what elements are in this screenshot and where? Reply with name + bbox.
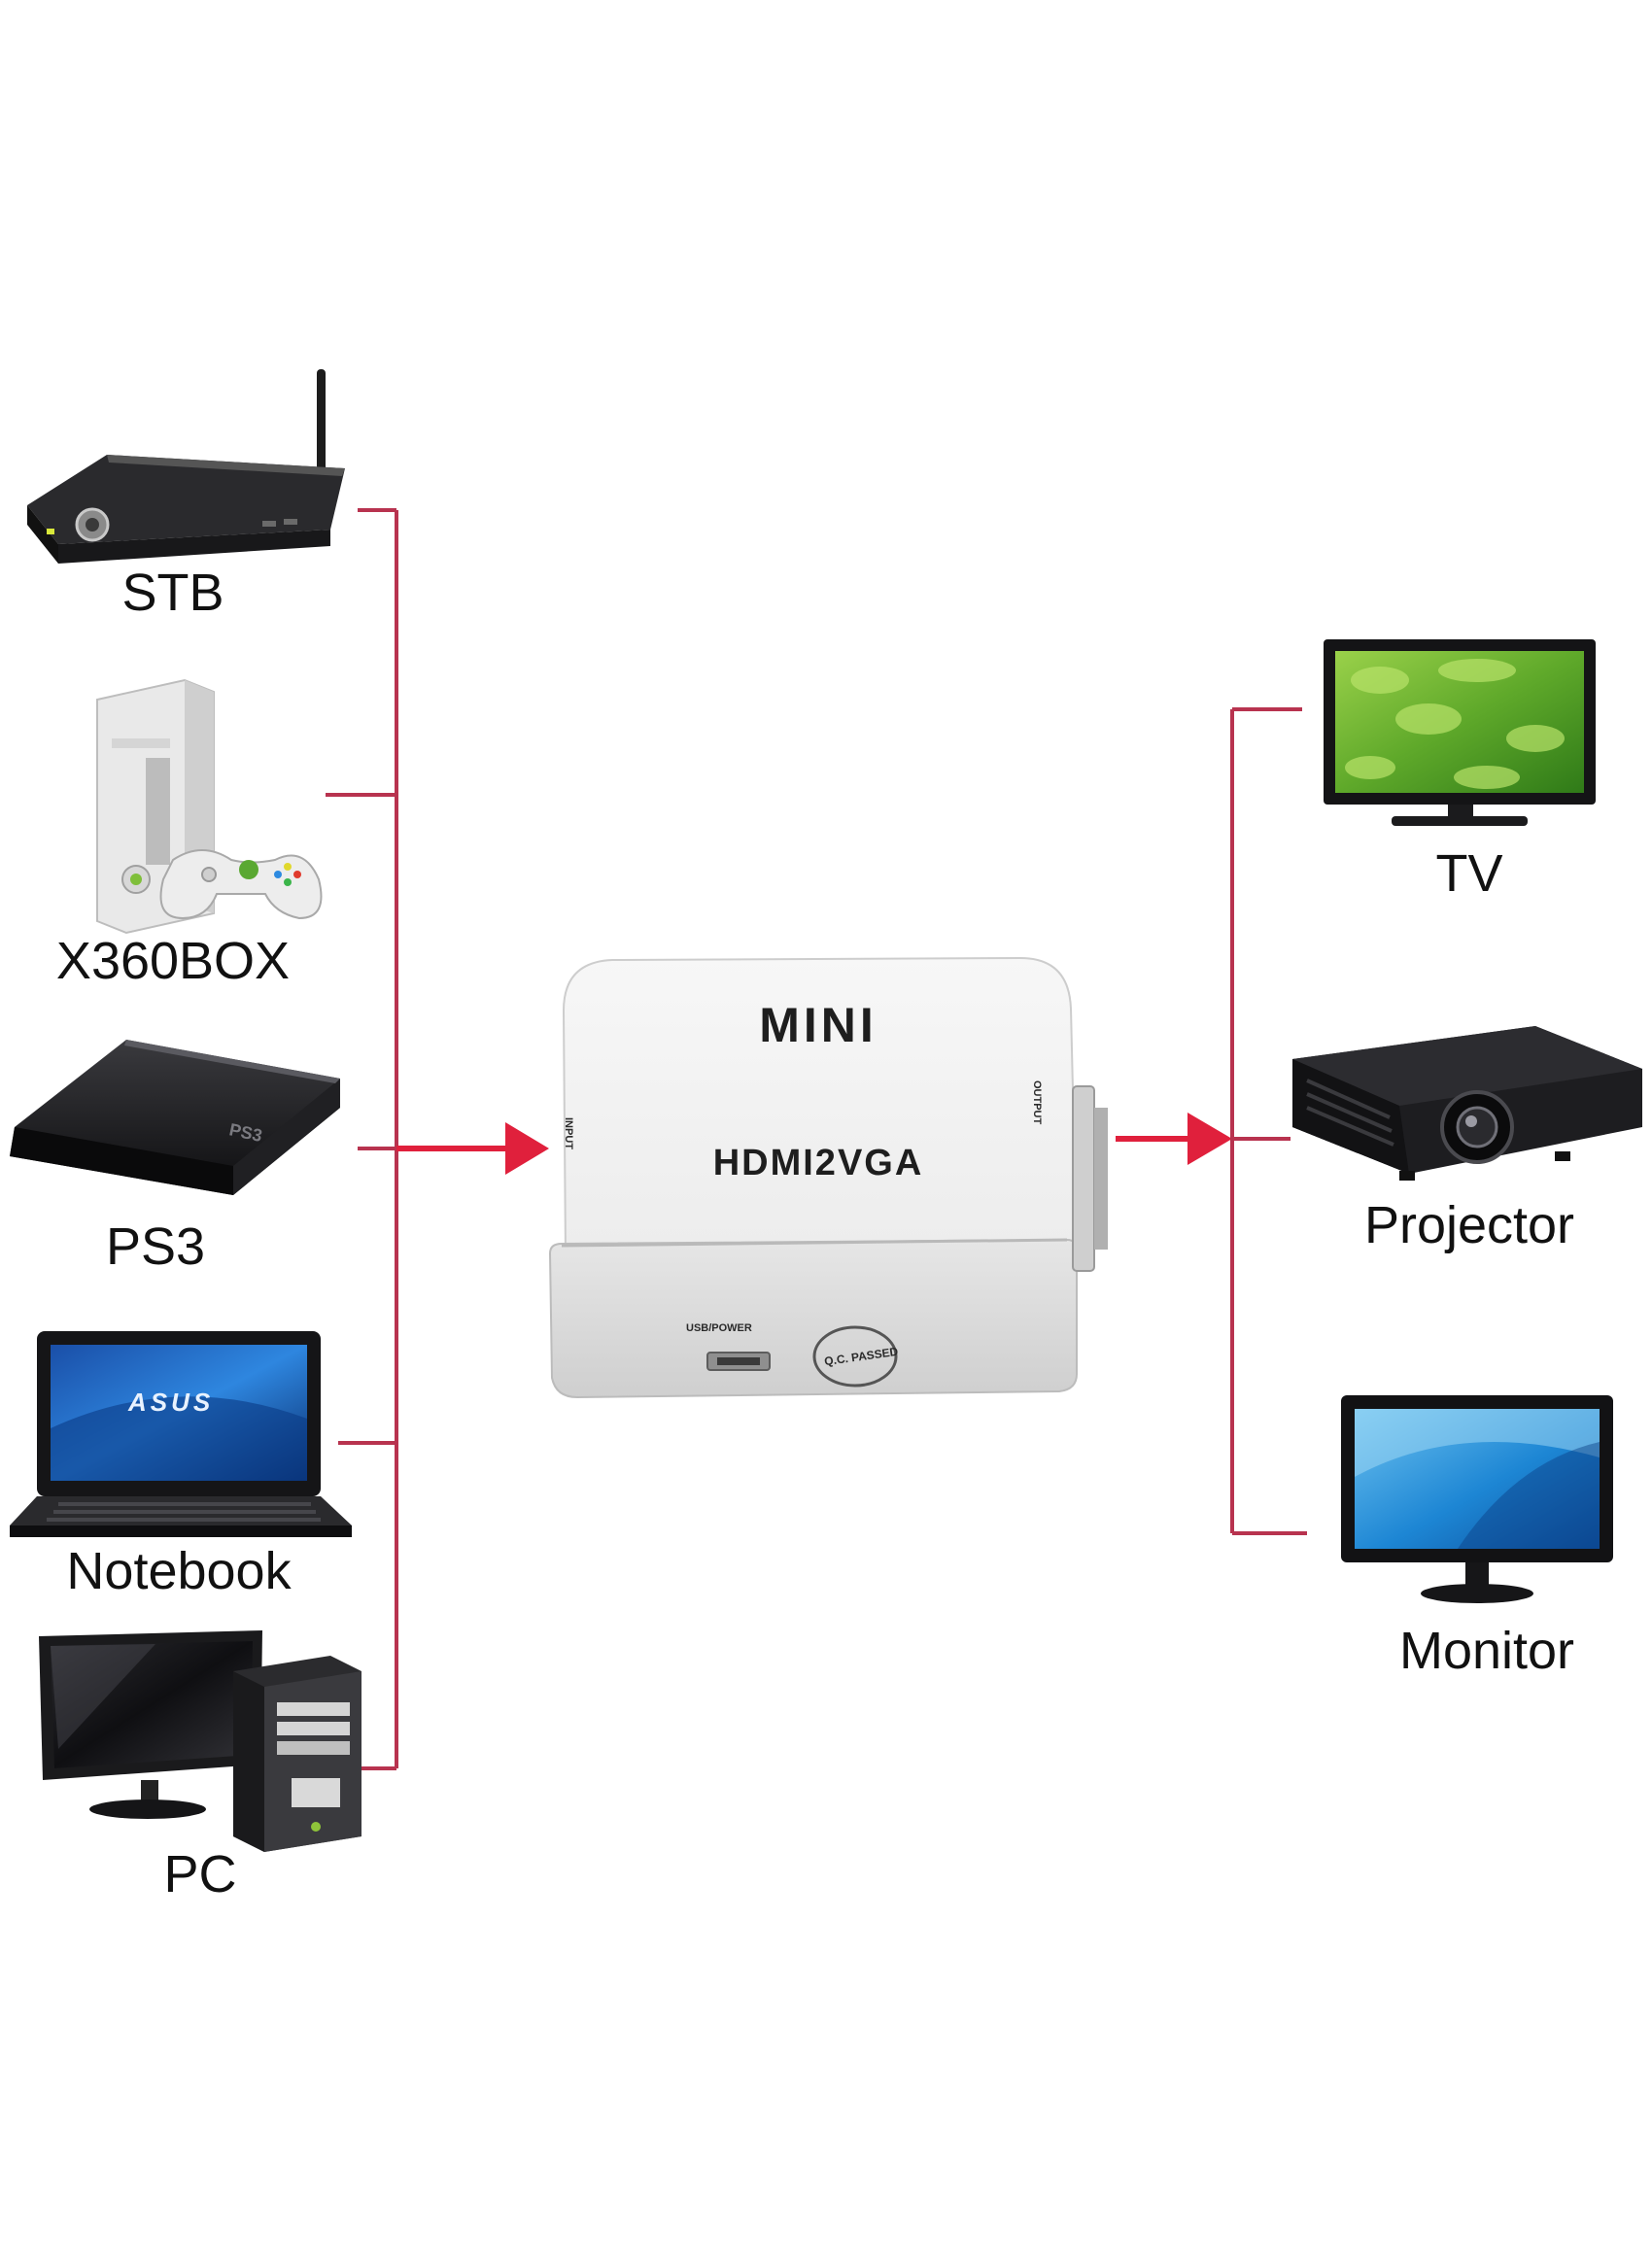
tv-icon [1324, 639, 1596, 826]
input-label-x360box: X360BOX [55, 932, 291, 990]
set-top-box-icon [27, 369, 345, 564]
adapter-model-line1: MINI [759, 998, 878, 1052]
hdmi-to-vga-adapter [548, 956, 1108, 1399]
game-console-icon [96, 678, 323, 935]
adapter-power-port-label: USB/POWER [686, 1322, 752, 1334]
laptop-brand-logo: ASUS [128, 1388, 215, 1417]
desktop-pc-icon [39, 1630, 361, 1852]
input-label-notebook: Notebook [66, 1542, 292, 1600]
output-arrow [1116, 1113, 1232, 1165]
input-label-ps3: PS3 [105, 1217, 206, 1276]
output-label-projector: Projector [1363, 1196, 1575, 1254]
output-connector-lines [1230, 707, 1307, 1535]
laptop-icon [10, 1331, 352, 1537]
input-arrow [396, 1122, 549, 1175]
monitor-icon [1341, 1395, 1613, 1603]
output-label-tv: TV [1435, 844, 1503, 903]
adapter-model-line2: HDMI2VGA [712, 1143, 924, 1183]
input-label-pc: PC [163, 1845, 237, 1903]
projector-icon [1292, 1026, 1642, 1181]
output-label-monitor: Monitor [1398, 1622, 1575, 1680]
ps3-console-icon: PS3 [10, 1040, 340, 1195]
input-label-stb: STB [121, 564, 224, 622]
